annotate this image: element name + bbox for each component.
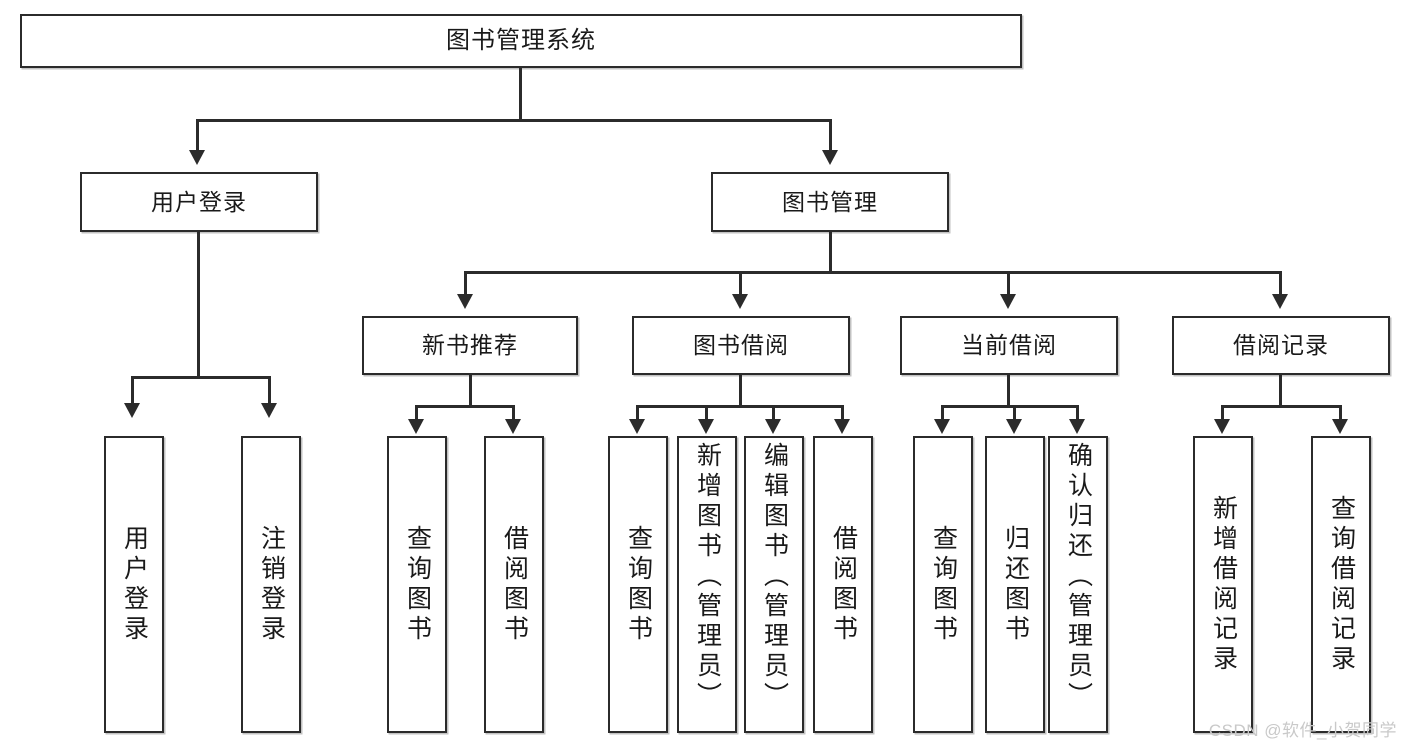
- connector-bookmgmt-drop-1: [464, 271, 467, 296]
- connector-bookmgmt-drop-3: [1007, 271, 1010, 296]
- node-label: 新增借阅记录: [1209, 494, 1238, 675]
- node-label: 用户登录: [151, 188, 247, 215]
- node-label: 用户登录: [120, 524, 149, 645]
- connector-current-drop-1: [941, 405, 944, 421]
- arrow-userlogin-leaf-2: [261, 403, 277, 418]
- leaf-current-confirm-return-admin[interactable]: 确认归还（管理员）: [1048, 436, 1108, 733]
- arrow-borrow-leaf-2: [698, 419, 714, 434]
- connector-userlogin-stem: [197, 232, 200, 378]
- node-borrow-record[interactable]: 借阅记录: [1172, 316, 1390, 375]
- connector-record-bus: [1221, 405, 1341, 408]
- connector-borrow-drop-2: [705, 405, 708, 421]
- connector-record-drop-1: [1221, 405, 1224, 421]
- node-current-borrow[interactable]: 当前借阅: [900, 316, 1118, 375]
- connector-current-drop-2: [1013, 405, 1016, 421]
- arrow-borrow-leaf-4: [834, 419, 850, 434]
- connector-borrow-drop-3: [772, 405, 775, 421]
- node-label: 借阅记录: [1233, 332, 1329, 359]
- leaf-borrow-add-book-admin[interactable]: 新增图书（管理员）: [677, 436, 737, 733]
- arrow-root-to-bookmgmt: [822, 150, 838, 165]
- arrow-root-to-userlogin: [189, 150, 205, 165]
- arrow-current-leaf-2: [1006, 419, 1022, 434]
- arrow-bookmgmt-to-record: [1272, 294, 1288, 309]
- arrow-bookmgmt-to-newbook: [457, 294, 473, 309]
- arrow-newbook-leaf-2: [505, 419, 521, 434]
- node-label: 图书管理系统: [446, 27, 596, 55]
- connector-root-bus: [196, 119, 832, 122]
- connector-borrow-drop-1: [636, 405, 639, 421]
- arrow-current-leaf-3: [1069, 419, 1085, 434]
- leaf-borrow-borrow-books[interactable]: 借阅图书: [813, 436, 873, 733]
- node-label: 编辑图书（管理员）: [760, 442, 789, 712]
- node-user-login[interactable]: 用户登录: [80, 172, 318, 232]
- leaf-newbook-borrow-books[interactable]: 借阅图书: [484, 436, 544, 733]
- node-label: 借阅图书: [500, 524, 529, 645]
- connector-current-stem: [1007, 375, 1010, 407]
- watermark-text: CSDN @软件_小贺同学: [1208, 721, 1397, 740]
- connector-borrow-drop-4: [841, 405, 844, 421]
- node-label: 查询图书: [624, 524, 653, 645]
- node-root-system[interactable]: 图书管理系统: [20, 14, 1022, 68]
- leaf-current-query-books[interactable]: 查询图书: [913, 436, 973, 733]
- connector-newbook-stem: [469, 375, 472, 407]
- connector-newbook-drop-1: [415, 405, 418, 421]
- leaf-user-login[interactable]: 用户登录: [104, 436, 164, 733]
- arrow-borrow-leaf-3: [765, 419, 781, 434]
- connector-root-to-userlogin: [196, 119, 199, 152]
- arrow-newbook-leaf-1: [408, 419, 424, 434]
- connector-borrow-bus: [636, 405, 844, 408]
- connector-userlogin-drop-1: [131, 376, 134, 405]
- connector-userlogin-bus: [131, 376, 268, 379]
- connector-newbook-bus: [415, 405, 514, 408]
- node-label: 查询图书: [403, 524, 432, 645]
- connector-root-to-bookmgmt: [829, 119, 832, 152]
- connector-bookmgmt-stem: [829, 232, 832, 273]
- node-new-book-recommend[interactable]: 新书推荐: [362, 316, 578, 375]
- node-label: 注销登录: [257, 524, 286, 645]
- connector-userlogin-drop-2: [268, 376, 271, 405]
- leaf-record-query-borrow-record[interactable]: 查询借阅记录: [1311, 436, 1371, 733]
- node-label: 查询借阅记录: [1327, 494, 1356, 675]
- arrow-record-leaf-1: [1214, 419, 1230, 434]
- node-label: 新书推荐: [422, 332, 518, 359]
- node-label: 图书借阅: [693, 332, 789, 359]
- node-book-borrow[interactable]: 图书借阅: [632, 316, 850, 375]
- arrow-bookmgmt-to-current: [1000, 294, 1016, 309]
- node-label: 确认归还（管理员）: [1064, 442, 1093, 712]
- node-label: 归还图书: [1001, 524, 1030, 645]
- leaf-borrow-query-books[interactable]: 查询图书: [608, 436, 668, 733]
- arrow-borrow-leaf-1: [629, 419, 645, 434]
- leaf-record-add-borrow-record[interactable]: 新增借阅记录: [1193, 436, 1253, 733]
- arrow-bookmgmt-to-borrow: [732, 294, 748, 309]
- connector-bookmgmt-bus: [464, 271, 1281, 274]
- node-label: 当前借阅: [961, 332, 1057, 359]
- leaf-newbook-query-books[interactable]: 查询图书: [387, 436, 447, 733]
- connector-borrow-stem: [739, 375, 742, 407]
- connector-current-drop-3: [1076, 405, 1079, 421]
- leaf-borrow-edit-book-admin[interactable]: 编辑图书（管理员）: [744, 436, 804, 733]
- node-label: 借阅图书: [829, 524, 858, 645]
- connector-bookmgmt-drop-4: [1279, 271, 1282, 296]
- node-label: 查询图书: [929, 524, 958, 645]
- arrow-record-leaf-2: [1332, 419, 1348, 434]
- node-label: 图书管理: [782, 188, 878, 215]
- connector-newbook-drop-2: [512, 405, 515, 421]
- node-book-management[interactable]: 图书管理: [711, 172, 949, 232]
- arrow-userlogin-leaf-1: [124, 403, 140, 418]
- connector-record-drop-2: [1339, 405, 1342, 421]
- connector-current-bus: [941, 405, 1078, 408]
- connector-record-stem: [1279, 375, 1282, 407]
- connector-root-stem: [519, 68, 522, 121]
- node-label: 新增图书（管理员）: [693, 442, 722, 712]
- arrow-current-leaf-1: [934, 419, 950, 434]
- leaf-current-return-books[interactable]: 归还图书: [985, 436, 1045, 733]
- connector-bookmgmt-drop-2: [739, 271, 742, 296]
- leaf-logout[interactable]: 注销登录: [241, 436, 301, 733]
